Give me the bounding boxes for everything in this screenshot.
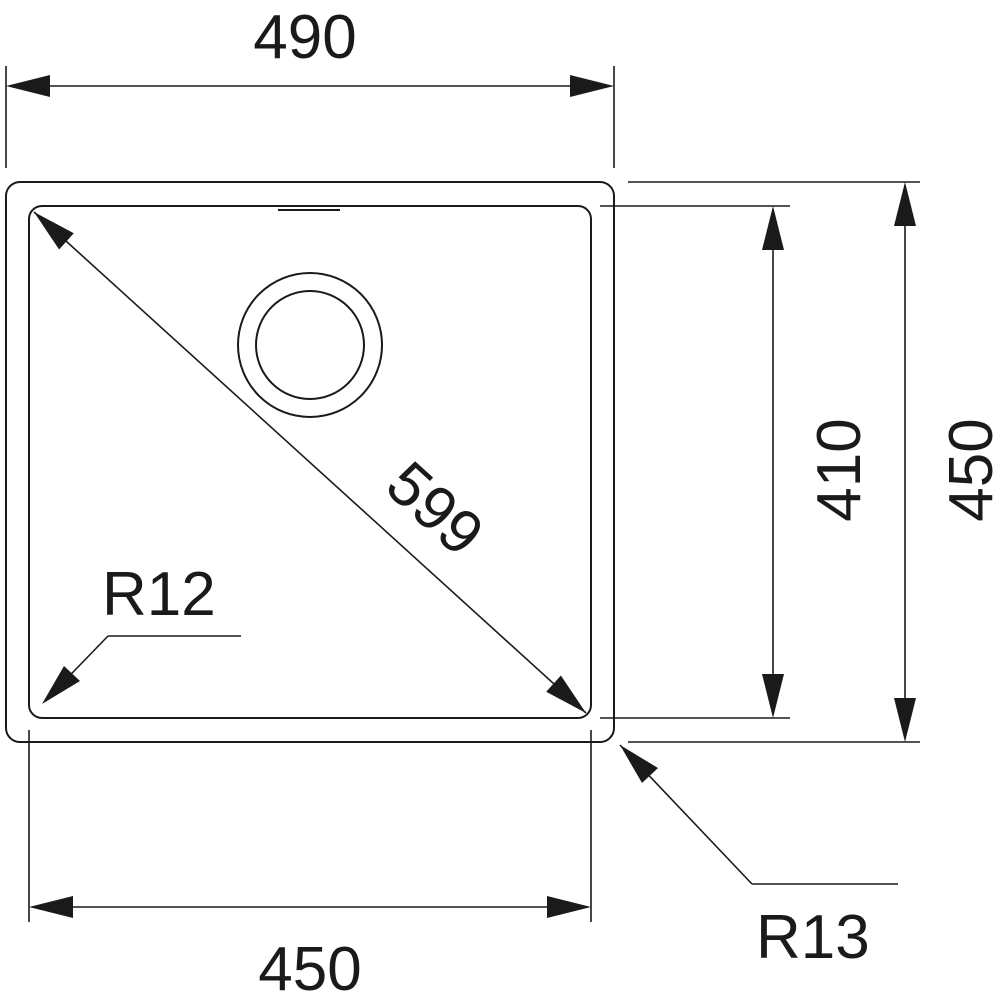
inner-height-dimension — [600, 205, 790, 719]
outer-radius-leader — [619, 744, 898, 885]
outer-width-label: 490 — [253, 3, 356, 72]
inner-radius-leader — [42, 635, 241, 704]
inner-radius-label: R12 — [102, 560, 216, 629]
diagonal-dimension — [33, 211, 587, 714]
outer-height-dimension — [628, 181, 920, 743]
inner-width-dimension — [28, 730, 592, 922]
inner-bowl-outline — [28, 205, 592, 719]
outer-sink-outline — [5, 181, 615, 743]
outer-height-label: 450 — [937, 418, 1000, 521]
outer-width-dimension — [5, 66, 615, 168]
diagonal-label: 599 — [373, 449, 496, 570]
inner-height-label: 410 — [805, 418, 874, 521]
inner-width-label: 450 — [258, 935, 361, 1000]
outer-radius-label: R13 — [756, 903, 870, 972]
drain-icon — [237, 272, 383, 418]
